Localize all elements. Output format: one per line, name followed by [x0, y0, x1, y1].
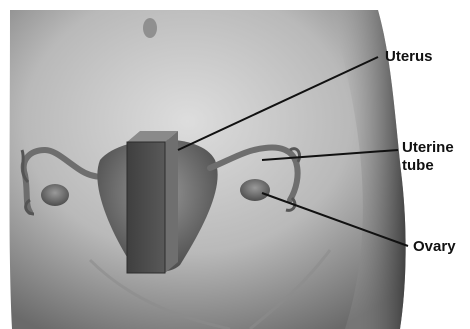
right-ovary	[240, 179, 270, 201]
navel	[143, 18, 157, 38]
left-ovary	[41, 184, 69, 206]
uterine-tube-label-line2: tube	[402, 157, 454, 175]
uterine-tube-label-line1: Uterine	[402, 139, 454, 157]
ovary-label: Ovary	[413, 238, 456, 256]
uterus-label: Uterus	[385, 48, 433, 66]
block-side	[165, 131, 178, 273]
uterine-tube-label: Uterine tube	[402, 139, 454, 175]
block-front	[127, 142, 165, 273]
